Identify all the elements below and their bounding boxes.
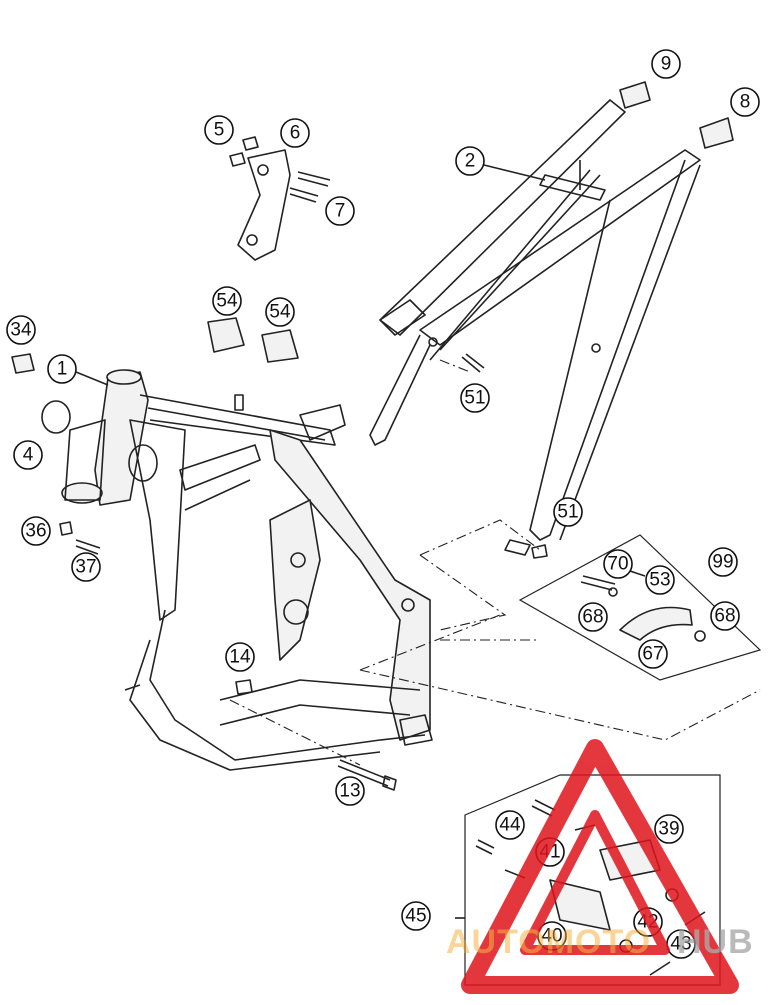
svg-text:54: 54	[269, 302, 291, 323]
callout-40: 40	[537, 921, 567, 951]
svg-text:70: 70	[607, 554, 628, 575]
callout-53: 53	[645, 565, 675, 595]
svg-text:68: 68	[582, 607, 603, 628]
watermark-triangle-outer	[461, 739, 739, 994]
svg-text:40: 40	[541, 926, 562, 947]
callout-70: 70	[603, 549, 633, 579]
callout-51-upper: 51	[460, 383, 490, 413]
small-parts-drawings	[11, 81, 734, 791]
svg-text:45: 45	[405, 906, 426, 927]
callout-6: 6	[280, 118, 310, 148]
callout-7: 7	[325, 196, 355, 226]
callout-1: 1	[47, 354, 77, 384]
svg-text:39: 39	[658, 819, 679, 840]
leader-lines	[229, 359, 761, 766]
callout-4: 4	[13, 440, 43, 470]
watermark-text-automoto: AUTOMOTO	[446, 923, 651, 961]
svg-text:9: 9	[661, 54, 672, 75]
svg-text:13: 13	[339, 781, 360, 802]
subframe-drawing	[369, 99, 701, 556]
svg-text:67: 67	[642, 644, 663, 665]
svg-text:53: 53	[649, 570, 670, 591]
callout-54-right: 54	[265, 297, 295, 327]
callout-36: 36	[21, 516, 51, 546]
automotohub-watermark: AUTOMOTO HUB	[446, 739, 754, 994]
callout-54-left: 54	[212, 286, 242, 316]
callout-68-left: 68	[578, 602, 608, 632]
svg-text:6: 6	[290, 123, 301, 144]
kit-box-99	[518, 534, 762, 681]
callout-99: 99	[708, 547, 738, 577]
svg-text:68: 68	[714, 606, 735, 627]
callout-51-lower: 51	[553, 497, 583, 527]
callout-34: 34	[6, 315, 36, 345]
watermark-triangle-inner	[520, 810, 670, 955]
callout-67: 67	[638, 639, 668, 669]
main-frame-drawing	[61, 369, 433, 771]
callout-13: 13	[335, 776, 365, 806]
svg-text:36: 36	[25, 521, 46, 542]
svg-text:51: 51	[464, 388, 485, 409]
callout-43: 43	[666, 929, 696, 959]
svg-text:2: 2	[465, 151, 476, 172]
callout-9: 9	[651, 49, 681, 79]
svg-text:14: 14	[229, 647, 251, 668]
callout-39: 39	[654, 814, 684, 844]
svg-text:43: 43	[670, 934, 691, 955]
callout-14: 14	[225, 642, 255, 672]
svg-text:5: 5	[214, 120, 225, 141]
watermark-text-hub: HUB	[677, 923, 754, 961]
svg-text:7: 7	[335, 201, 346, 222]
callout-8: 8	[730, 87, 760, 117]
svg-text:99: 99	[712, 552, 733, 573]
svg-text:37: 37	[75, 557, 96, 578]
svg-text:34: 34	[10, 320, 32, 341]
callout-45: 45	[401, 901, 431, 931]
svg-text:8: 8	[740, 92, 751, 113]
svg-text:44: 44	[499, 815, 521, 836]
callout-68-right: 68	[710, 601, 740, 631]
svg-text:1: 1	[57, 359, 68, 380]
callout-44: 44	[495, 810, 525, 840]
callout-37: 37	[71, 552, 101, 582]
svg-text:51: 51	[557, 502, 578, 523]
callout-5: 5	[204, 115, 234, 145]
svg-text:4: 4	[23, 445, 34, 466]
callout-2: 2	[455, 146, 485, 176]
svg-text:54: 54	[216, 291, 238, 312]
